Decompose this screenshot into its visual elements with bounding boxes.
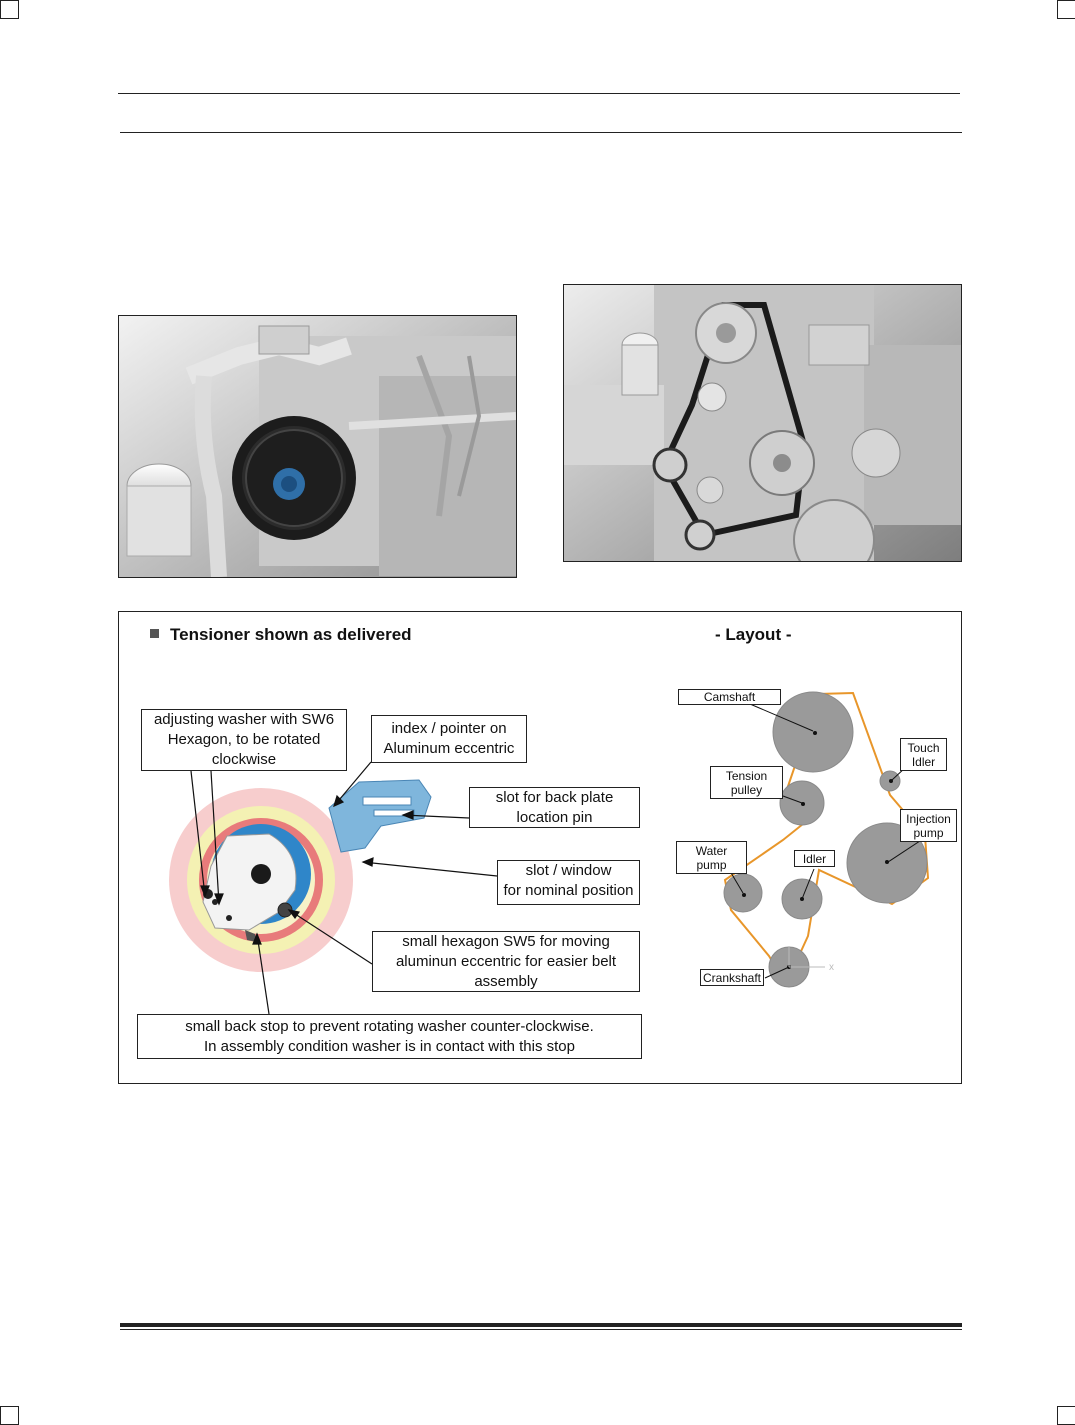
tensioner-illustration: x bbox=[169, 691, 930, 1015]
label-tension-pulley: Tension pulley bbox=[710, 766, 783, 799]
engine-photo-camshaft-pulley bbox=[118, 315, 517, 578]
back-plate-slot bbox=[362, 796, 412, 806]
crop-mark-top-left bbox=[0, 0, 19, 19]
bullet-icon bbox=[150, 629, 159, 638]
figure-title: Tensioner shown as delivered bbox=[150, 625, 412, 645]
axis-triad bbox=[788, 947, 825, 968]
layout-title: - Layout - bbox=[715, 625, 792, 644]
callout-index-pointer: index / pointer on Aluminum eccentric bbox=[371, 715, 527, 763]
callout-back-stop: small back stop to prevent rotating wash… bbox=[137, 1014, 642, 1059]
label-injection-pump: Injection pump bbox=[900, 809, 957, 842]
label-camshaft: Camshaft bbox=[678, 689, 781, 705]
header-rule-bottom bbox=[120, 132, 962, 133]
adjusting-washer bbox=[202, 833, 297, 931]
callout-small-hexagon: small hexagon SW5 for moving aluminun ec… bbox=[372, 931, 640, 992]
axis-x-label: x bbox=[829, 962, 834, 973]
crop-mark-top-right bbox=[1057, 0, 1075, 19]
crop-mark-bottom-left bbox=[0, 1406, 19, 1425]
camshaft-pulley bbox=[772, 691, 854, 773]
callout-adjusting-washer: adjusting washer with SW6 Hexagon, to be… bbox=[141, 709, 347, 771]
crop-mark-bottom-right bbox=[1057, 1406, 1075, 1425]
tensioner-center-hole bbox=[251, 864, 271, 884]
callout-slot-back-plate: slot for back plate location pin bbox=[469, 787, 640, 828]
back-stop bbox=[245, 930, 257, 942]
label-water-pump: Water pump bbox=[676, 841, 747, 874]
tensioner-figure: Tensioner shown as delivered - Layout - bbox=[118, 611, 962, 1084]
callout-slot-window: slot / window for nominal position bbox=[497, 860, 640, 905]
label-crankshaft: Crankshaft bbox=[700, 969, 764, 986]
label-idler: Idler bbox=[794, 850, 835, 867]
header-rule-top bbox=[118, 93, 960, 94]
label-touch-idler: Touch Idler bbox=[900, 738, 947, 771]
engine-photo-belt-drive bbox=[563, 284, 962, 562]
footer-rule-thick bbox=[120, 1323, 962, 1327]
footer-rule-thin bbox=[120, 1329, 962, 1330]
